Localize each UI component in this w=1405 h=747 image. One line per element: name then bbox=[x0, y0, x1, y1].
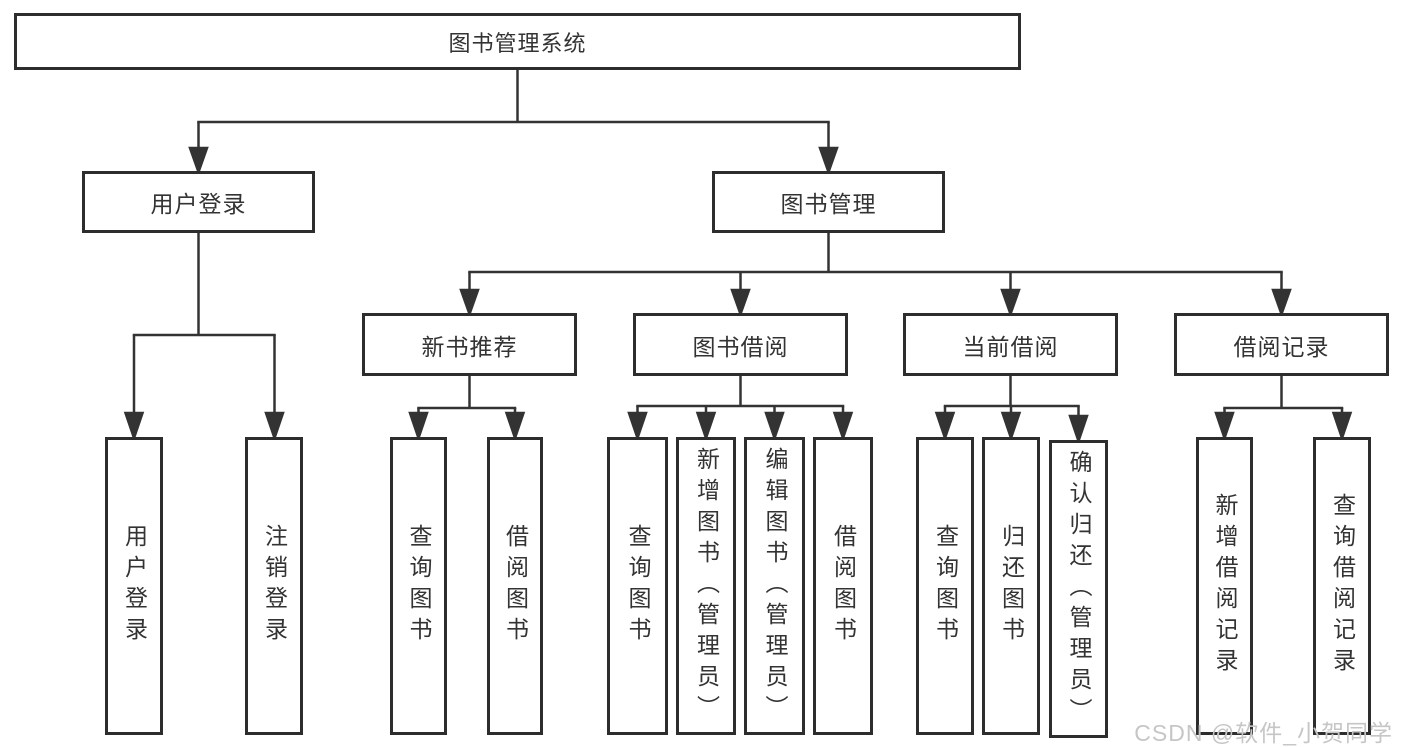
leaf-borrow-books-recommend: 借阅图书 bbox=[487, 437, 543, 735]
leaf-edit-books-admin: 编辑图书（管理员） bbox=[744, 437, 805, 735]
node-borrow-record: 借阅记录 bbox=[1174, 313, 1389, 376]
leaf-add-books-admin: 新增图书（管理员） bbox=[676, 437, 736, 735]
node-label: 借阅记录 bbox=[1233, 333, 1330, 360]
node-label: 新书推荐 bbox=[421, 333, 518, 360]
node-book-management: 图书管理 bbox=[712, 171, 945, 233]
node-label: 借阅图书 bbox=[502, 524, 529, 648]
connector-root-to-level2 bbox=[188, 70, 839, 176]
leaf-confirm-return-admin: 确认归还（管理员） bbox=[1049, 440, 1108, 738]
node-label: 编辑图书（管理员） bbox=[762, 446, 788, 726]
node-label: 借阅图书 bbox=[830, 524, 857, 648]
node-label: 新增图书（管理员） bbox=[693, 446, 720, 726]
leaf-query-books-current: 查询图书 bbox=[916, 437, 974, 735]
node-label: 当前借阅 bbox=[962, 333, 1059, 360]
node-label: 查询图书 bbox=[932, 524, 959, 648]
connector-current-borrow-to-leaves bbox=[934, 376, 1089, 445]
connector-user-login-to-leaves bbox=[123, 233, 285, 442]
node-root-library-management-system: 图书管理系统 bbox=[14, 13, 1021, 70]
leaf-query-borrow-record: 查询借阅记录 bbox=[1313, 437, 1371, 735]
node-new-book-recommend: 新书推荐 bbox=[362, 313, 577, 376]
node-label: 图书借阅 bbox=[692, 333, 789, 360]
node-book-borrow: 图书借阅 bbox=[633, 313, 848, 376]
connector-borrow-record-to-leaves bbox=[1214, 376, 1353, 442]
leaf-return-books: 归还图书 bbox=[982, 437, 1040, 735]
node-label: 查询图书 bbox=[406, 524, 432, 648]
leaf-add-borrow-record: 新增借阅记录 bbox=[1196, 437, 1253, 735]
leaf-borrow-books: 借阅图书 bbox=[813, 437, 873, 735]
leaf-query-books-recommend: 查询图书 bbox=[390, 437, 447, 735]
node-label: 新增借阅记录 bbox=[1212, 493, 1238, 679]
leaf-logout: 注销登录 bbox=[245, 437, 303, 735]
connector-book-management-to-level3 bbox=[459, 233, 1292, 318]
node-label: 查询图书 bbox=[625, 524, 651, 648]
node-label: 注销登录 bbox=[261, 524, 288, 648]
node-label: 图书管理 bbox=[780, 191, 877, 217]
node-label: 用户登录 bbox=[121, 524, 148, 648]
leaf-query-books-borrow: 查询图书 bbox=[607, 437, 668, 735]
node-label: 确认归还（管理员） bbox=[1066, 449, 1092, 729]
node-label: 图书管理系统 bbox=[448, 30, 587, 56]
connector-book-borrow-to-leaves bbox=[627, 376, 854, 442]
node-current-borrow: 当前借阅 bbox=[903, 313, 1118, 376]
leaf-user-login: 用户登录 bbox=[105, 437, 163, 735]
csdn-watermark: CSDN @软件_小贺同学 bbox=[1134, 720, 1393, 746]
node-label: 查询借阅记录 bbox=[1329, 493, 1356, 679]
node-label: 用户登录 bbox=[150, 191, 247, 217]
node-user-login: 用户登录 bbox=[82, 171, 315, 233]
connector-new-book-recommend-to-leaves bbox=[408, 376, 526, 442]
node-label: 归还图书 bbox=[998, 524, 1025, 648]
